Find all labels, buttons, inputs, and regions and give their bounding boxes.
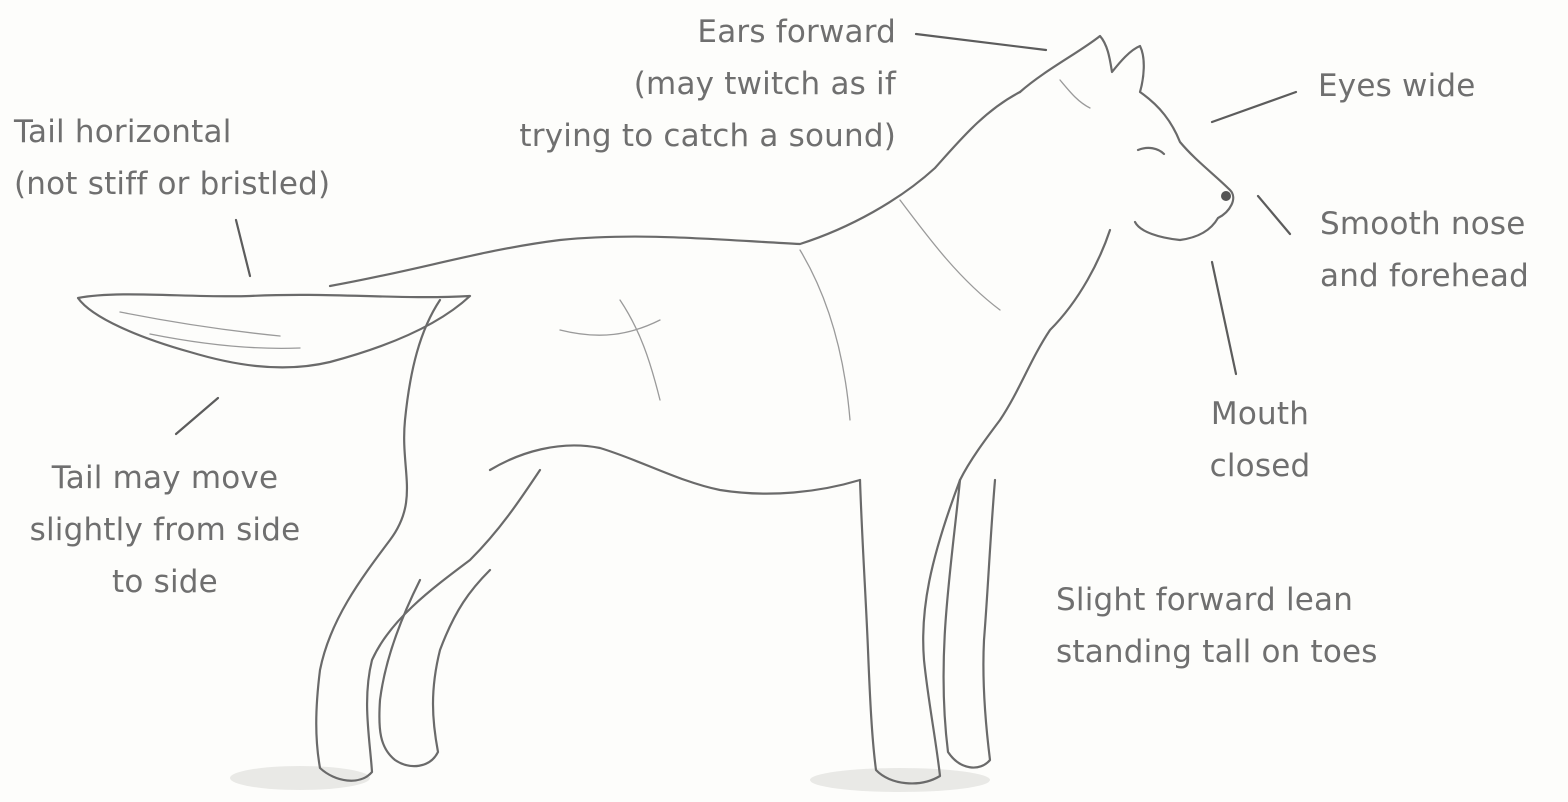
tail-horizontal-label-line-2: (not stiff or bristled) <box>14 158 330 210</box>
eyes-pointer-line <box>1212 92 1296 122</box>
tail-move-label-line-2: slightly from side <box>0 504 330 556</box>
tail-move-pointer-line <box>176 398 218 434</box>
ears-forward-label: Ears forward (may twitch as if trying to… <box>470 6 896 162</box>
mouth-closed-label-line-2: closed <box>1170 440 1350 492</box>
smooth-nose-label-line-1: Smooth nose <box>1320 198 1529 250</box>
ears-forward-label-line-3: trying to catch a sound) <box>470 110 896 162</box>
tail-move-label: Tail may move slightly from side to side <box>0 452 330 608</box>
eyes-wide-label: Eyes wide <box>1318 60 1476 112</box>
stance-label-line-1: Slight forward lean <box>1056 574 1378 626</box>
mouth-closed-label: Mouth closed <box>1170 388 1350 492</box>
tail-horizontal-pointer-line <box>236 220 250 276</box>
ears-pointer-line <box>916 34 1046 50</box>
ears-forward-label-line-2: (may twitch as if <box>470 58 896 110</box>
nose-pointer-line <box>1258 196 1290 234</box>
mouth-closed-label-line-1: Mouth <box>1170 388 1350 440</box>
smooth-nose-label: Smooth nose and forehead <box>1320 198 1529 302</box>
stance-label: Slight forward lean standing tall on toe… <box>1056 574 1378 678</box>
tail-horizontal-label: Tail horizontal (not stiff or bristled) <box>14 106 330 210</box>
tail-move-label-line-3: to side <box>0 556 330 608</box>
smooth-nose-label-line-2: and forehead <box>1320 250 1529 302</box>
stance-label-line-2: standing tall on toes <box>1056 626 1378 678</box>
mouth-pointer-line <box>1212 262 1236 374</box>
eyes-wide-label-line: Eyes wide <box>1318 60 1476 112</box>
tail-horizontal-label-line-1: Tail horizontal <box>14 106 330 158</box>
ears-forward-label-line-1: Ears forward <box>470 6 896 58</box>
tail-move-label-line-1: Tail may move <box>0 452 330 504</box>
